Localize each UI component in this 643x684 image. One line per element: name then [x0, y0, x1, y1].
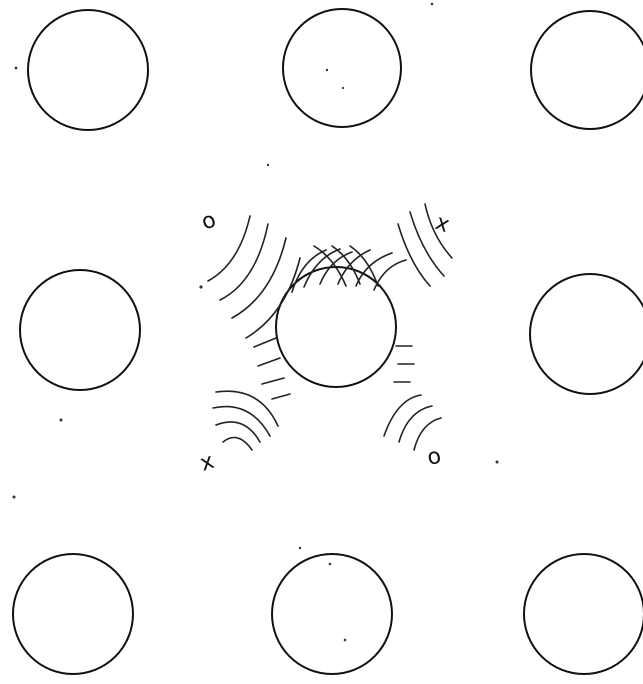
atom-middle-left — [20, 270, 140, 390]
left-tick-1 — [254, 338, 276, 347]
crossing-line-8 — [332, 246, 360, 284]
wave-lower-left-arc-1 — [223, 438, 252, 451]
marker-top-left: o — [198, 207, 220, 235]
wave-lower-right-arc-1 — [384, 395, 421, 436]
marker-top-right: x — [432, 210, 453, 238]
left-tick-2 — [258, 358, 280, 366]
wave-upper-left-arc-3 — [232, 238, 286, 318]
atom-top-center — [283, 9, 401, 127]
wave-lower-right-arc-2 — [399, 406, 432, 442]
marker-bottom-left: x — [197, 449, 217, 477]
atom-bottom-center — [272, 554, 392, 674]
speckle-6 — [496, 461, 499, 464]
atom-top-left — [28, 10, 148, 130]
speckle-2 — [267, 164, 269, 166]
atom-top-right — [531, 11, 643, 129]
wave-upper-right-arc-1 — [398, 224, 430, 286]
speckle-8 — [326, 69, 328, 71]
speckle-1 — [15, 67, 18, 70]
speckle-7 — [344, 639, 347, 642]
speckle-5 — [13, 496, 16, 499]
speckle-3 — [199, 285, 202, 288]
left-tick-4 — [272, 394, 290, 399]
atom-bottom-right — [524, 554, 643, 674]
marker-bottom-right: o — [425, 444, 443, 471]
paper-speckles — [13, 3, 499, 642]
atom-bottom-left — [13, 554, 133, 674]
atom-middle-right — [530, 274, 643, 394]
speckle-10 — [299, 547, 301, 549]
lattice-circles — [13, 9, 643, 674]
speckle-4 — [60, 419, 63, 422]
speckle-9 — [342, 87, 344, 89]
corner-markers: o x x o — [197, 207, 453, 476]
left-tick-3 — [262, 378, 284, 384]
crossing-line-7 — [314, 246, 346, 286]
speckle-12 — [431, 3, 434, 6]
wave-lower-left-arc-2 — [216, 422, 260, 442]
wave-lower-left-arc-3 — [213, 407, 270, 436]
wave-upper-left-arc-4 — [246, 258, 300, 338]
speckle-11 — [329, 563, 332, 566]
wave-lower-left-arc-4 — [216, 391, 278, 426]
wave-pattern — [208, 204, 452, 450]
